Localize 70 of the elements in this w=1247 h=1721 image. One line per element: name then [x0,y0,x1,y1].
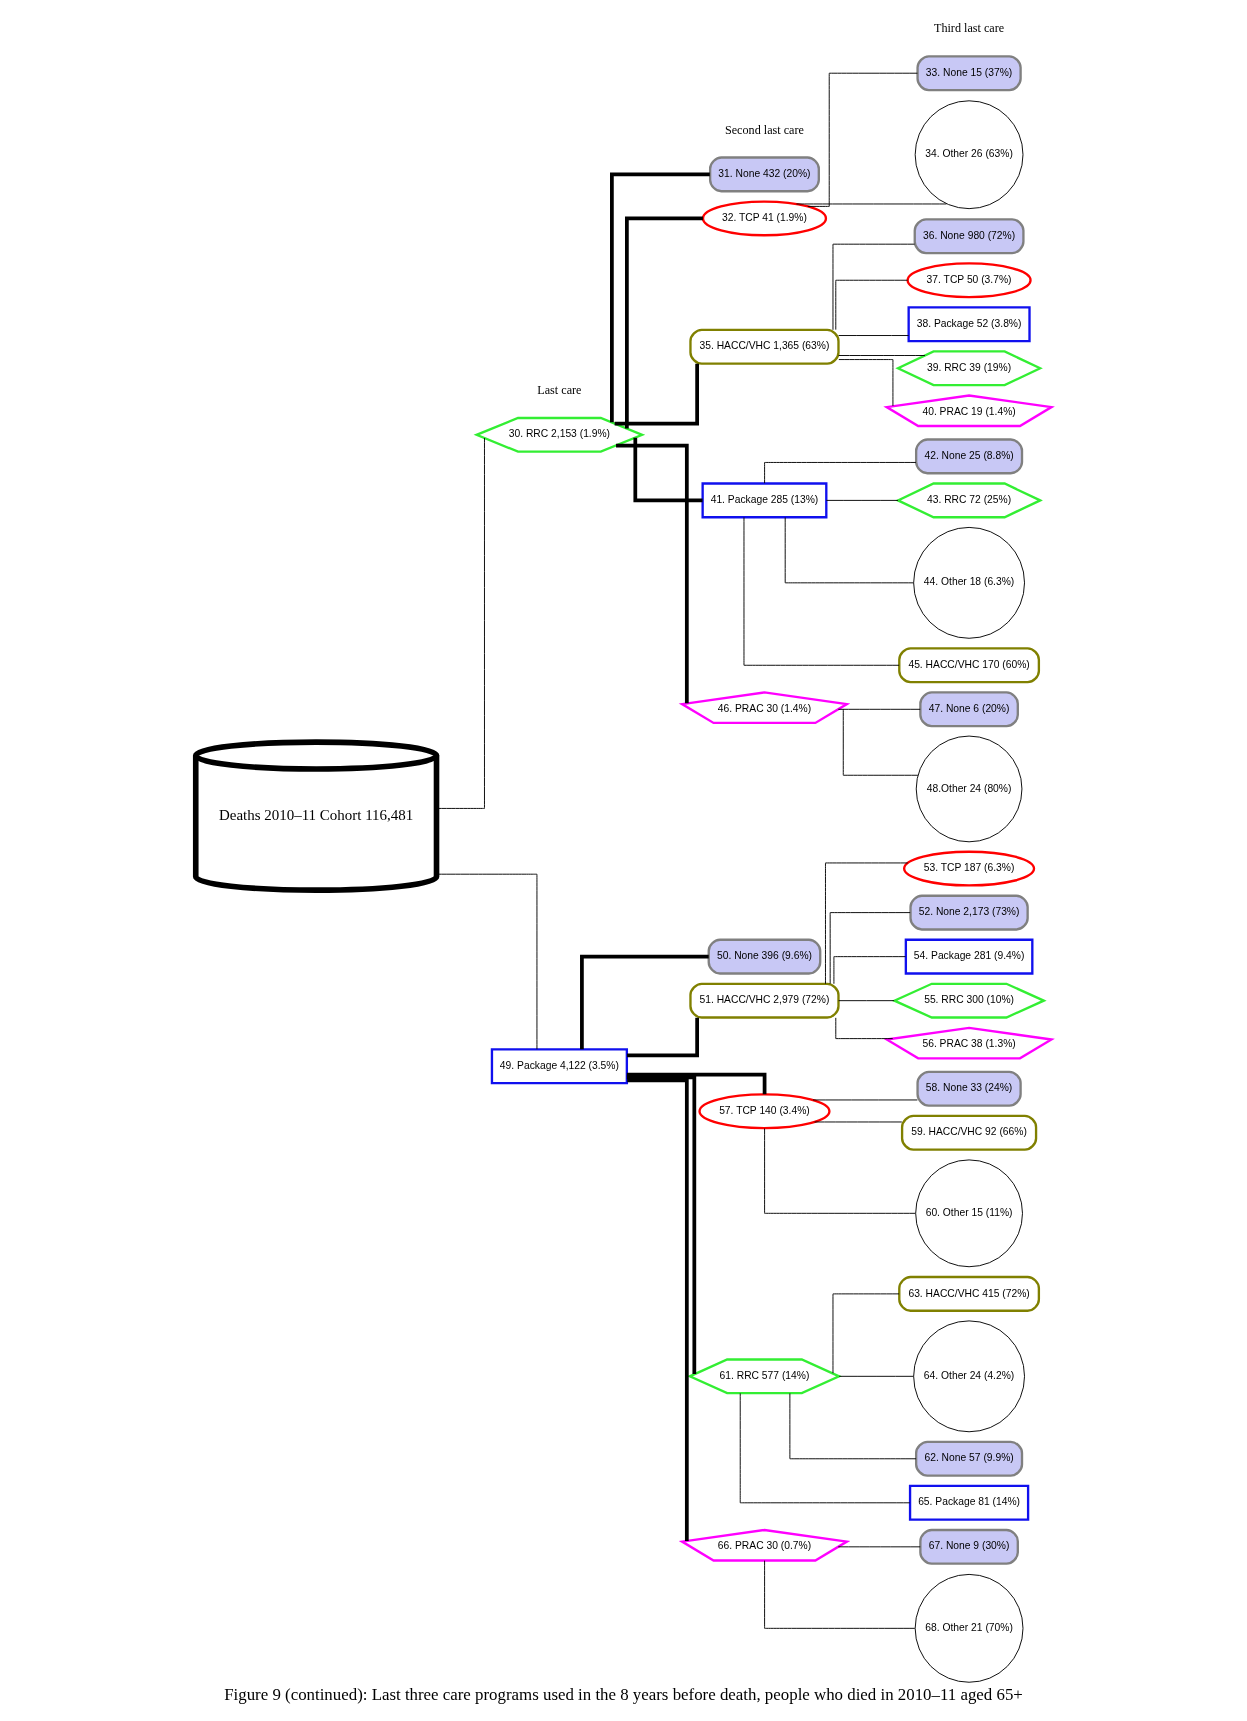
node-circle: 48.Other 24 (80%) [915,735,1023,843]
node-circle: 60. Other 15 (11%) [915,1159,1023,1268]
node-circle: 64. Other 24 (4.2%) [913,1320,1025,1433]
connector [743,516,900,666]
connector [838,335,910,336]
connector [580,954,709,1050]
connector [626,1072,767,1095]
node-box: 36. None 980 (72%) [913,218,1025,255]
node-box: 54. Package 281 (9.4%) [904,938,1034,975]
connector [739,1392,911,1504]
node-box: 52. None 2,173 (73%) [909,894,1029,931]
connector [837,1546,921,1548]
connector [626,1075,697,1375]
node-box: 51. HACC/VHC 2,979 (72%) [689,982,840,1019]
node-box: 67. None 9 (30%) [919,1528,1019,1565]
label: Last care [537,382,582,397]
connector [627,1078,689,1541]
connector [807,72,918,207]
connector [764,1128,916,1214]
connector [832,243,915,331]
node-box: 50. None 396 (9.6%) [707,938,822,975]
node-box: 62. None 57 (9.9%) [915,1440,1024,1477]
connector [832,1293,900,1374]
connector [838,1375,914,1377]
node-ellipse: 57. TCP 140 (3.4%) [698,1093,831,1130]
label: Second last care [724,122,804,137]
label: Third last care [933,21,1005,36]
connector [837,708,921,710]
connector [829,912,911,985]
connector [835,1017,894,1040]
node-ellipse: 37. TCP 50 (3.7%) [906,262,1032,299]
node-box: 42. None 25 (8.8%) [915,438,1024,475]
connector [784,517,914,584]
connector [842,708,919,776]
node-box: 63. HACC/VHC 415 (72%) [898,1275,1041,1312]
node-ellipse: 53. TCP 187 (6.3%) [903,850,1036,887]
node-box: 47. None 6 (20%) [919,691,1019,728]
node-box: 59. HACC/VHC 92 (66%) [900,1114,1038,1151]
node-box: 33. None 15 (37%) [916,55,1022,92]
connector [436,437,485,809]
node-box: 35. HACC/VHC 1,365 (63%) [689,328,840,365]
connector [825,862,909,985]
node-box: 31. None 432 (20%) [708,156,820,193]
connector [835,279,908,331]
connector [614,363,699,426]
node-box: 58. None 33 (24%) [916,1070,1022,1107]
connector [833,956,906,985]
connector [825,499,899,501]
connector [625,216,703,429]
connector [627,1017,699,1058]
connector [610,172,710,423]
connector [633,437,703,503]
node-box: 65. Package 81 (14%) [908,1484,1030,1521]
node-ellipse: 32. TCP 41 (1.9%) [701,200,828,237]
connector [838,359,894,407]
node-circle: 34. Other 26 (63%) [914,100,1024,210]
node-box: 45. HACC/VHC 170 (60%) [898,647,1041,684]
connector [764,1560,916,1629]
caption: Figure 9 (continued): Last three care programs used in the 8 years before death, people who died in 2010–11 aged 65+ [224,1684,1023,1704]
connector [764,462,917,484]
connector [616,443,689,704]
connector [838,355,926,356]
connector [436,873,538,1050]
node-box: 49. Package 4,122 (3.5%) [490,1048,628,1085]
connector [789,1392,917,1460]
node-box: 41. Package 285 (13%) [701,482,828,519]
node-circle: 44. Other 18 (6.3%) [913,526,1025,639]
node-box: 38. Package 52 (3.8%) [907,306,1031,343]
connector [838,1000,895,1002]
node-circle: 68. Other 21 (70%) [914,1573,1024,1683]
